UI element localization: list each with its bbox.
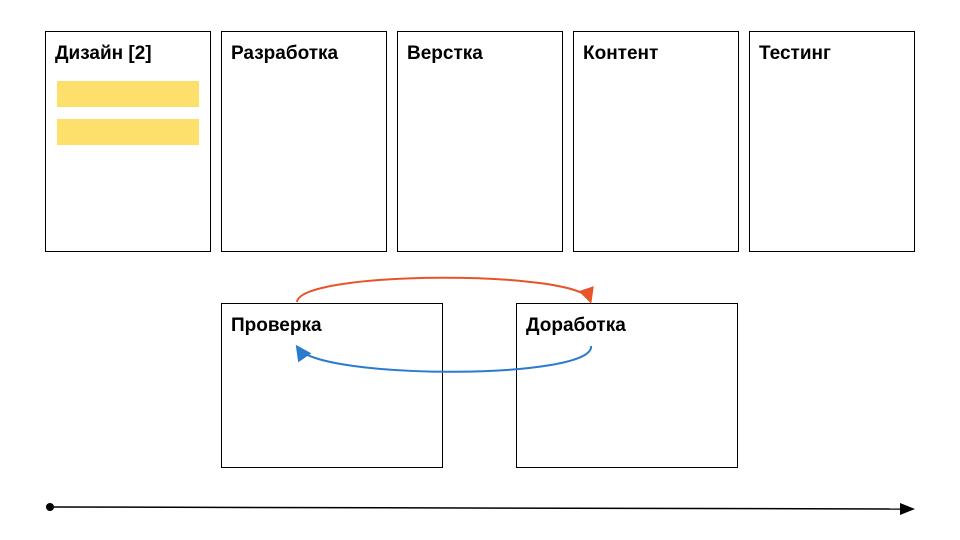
column-title: Дизайн [2] <box>55 43 152 64</box>
column-title: Тестинг <box>759 43 831 64</box>
review-box: Проверка <box>221 303 443 468</box>
column-design: Дизайн [2] <box>45 31 211 252</box>
column-content: Контент <box>573 31 739 252</box>
column-development: Разработка <box>221 31 387 252</box>
task-card[interactable] <box>57 119 199 145</box>
column-title: Верстка <box>407 43 483 64</box>
column-title: Контент <box>583 43 659 64</box>
review-title: Проверка <box>231 315 322 336</box>
rework-box: Доработка <box>516 303 738 468</box>
back-arrow <box>295 344 593 373</box>
rework-title: Доработка <box>526 315 626 336</box>
column-layout: Верстка <box>397 31 563 252</box>
timeline-arrow <box>49 502 915 515</box>
column-testing: Тестинг <box>749 31 915 252</box>
forward-arrow <box>296 276 594 304</box>
task-card[interactable] <box>57 81 199 107</box>
column-title: Разработка <box>231 43 339 64</box>
